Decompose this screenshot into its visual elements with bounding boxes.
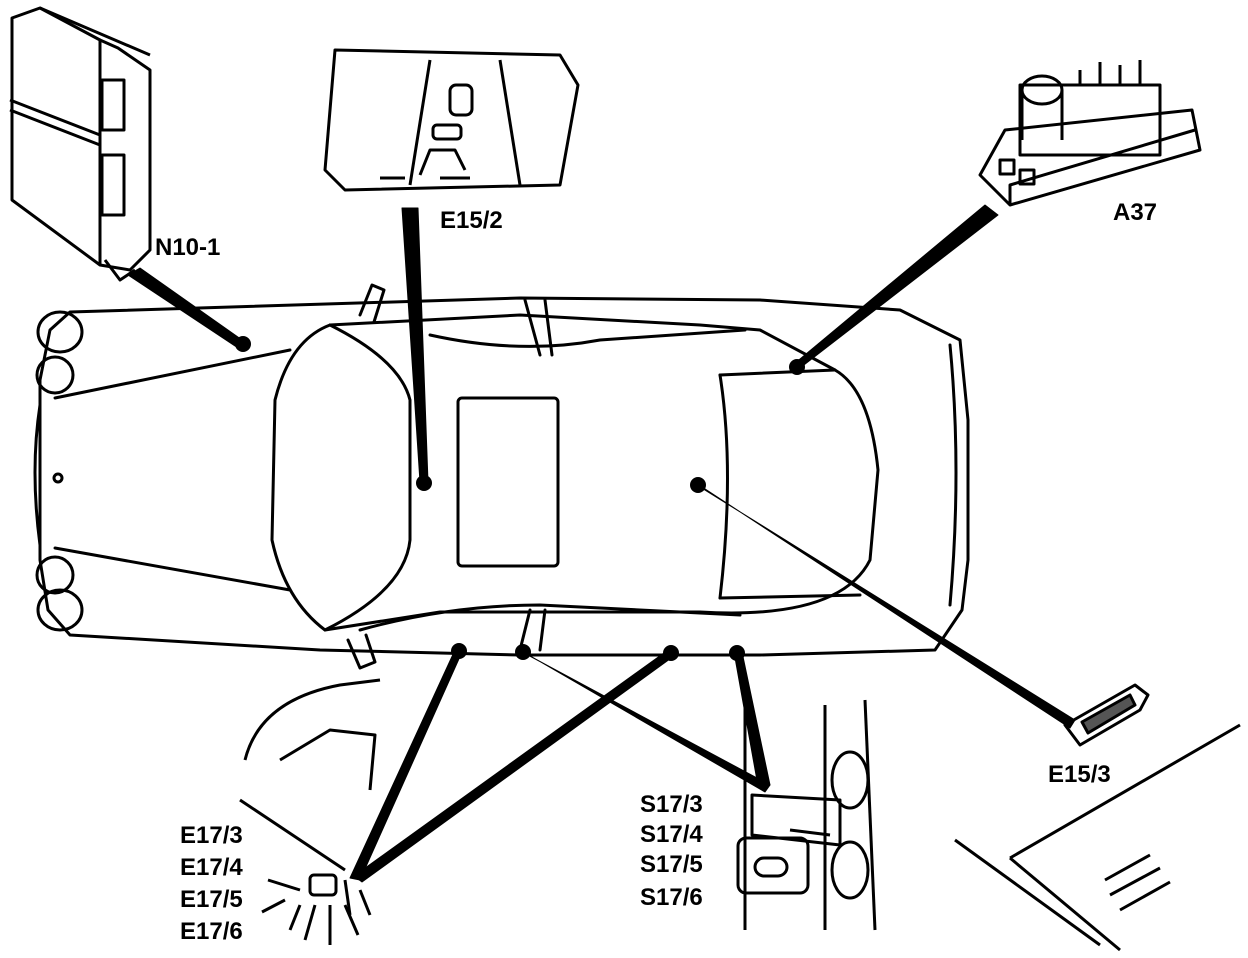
- overhead-console-e15-2-illustration: [323, 48, 580, 192]
- dot-door-1: [451, 643, 467, 659]
- dot-n10-1: [235, 336, 251, 352]
- dot-door-3: [663, 645, 679, 661]
- leader-e15-2: [401, 207, 429, 483]
- footwell-e17-illustration: [239, 678, 381, 945]
- label-s17-5: S17/5: [640, 851, 703, 878]
- label-s17-4: S17/4: [640, 821, 703, 848]
- label-s17-6: S17/6: [640, 884, 703, 911]
- dot-door-4: [729, 645, 745, 661]
- label-e17-4: E17/4: [180, 854, 243, 881]
- leader-a37: [793, 204, 999, 369]
- lamp-e15-3-illustration: [1063, 683, 1150, 747]
- label-e15-2: E15/2: [440, 207, 503, 234]
- dot-door-2: [515, 644, 531, 660]
- label-s17-3: S17/3: [640, 791, 703, 818]
- interior-trim-corner: [954, 723, 1241, 952]
- component-labels: N10-1 E15/2 A37 E15/3 S17/3 S17/4 S17/5 …: [155, 199, 1157, 945]
- door-pillar-s17-illustration: [736, 699, 877, 931]
- leader-e15-3: [695, 482, 1076, 729]
- label-e15-3: E15/3: [1048, 761, 1111, 788]
- leader-lines: [127, 204, 1076, 883]
- label-e17-6: E17/6: [180, 918, 243, 945]
- label-e17-5: E17/5: [180, 886, 243, 913]
- label-a37: A37: [1113, 199, 1157, 226]
- dot-e15-3: [690, 477, 706, 493]
- dot-a37: [789, 359, 805, 375]
- location-dots: [235, 336, 805, 661]
- module-a37-illustration: [978, 60, 1202, 207]
- dot-e15-2: [416, 475, 432, 491]
- label-n10-1: N10-1: [155, 234, 220, 261]
- car-top-view: [33, 283, 970, 670]
- label-e17-3: E17/3: [180, 822, 243, 849]
- control-unit-n10-1-illustration: [9, 6, 152, 282]
- leader-s17-b: [733, 651, 771, 787]
